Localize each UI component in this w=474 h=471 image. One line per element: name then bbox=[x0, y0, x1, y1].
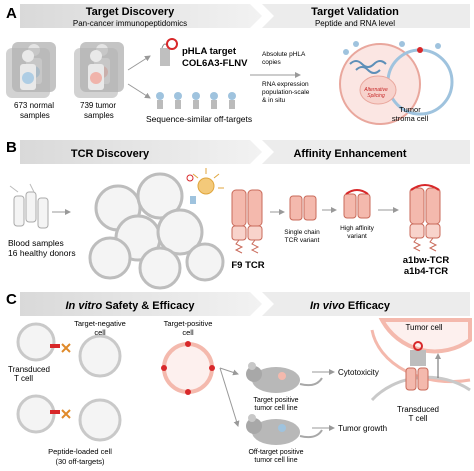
single-chain-label-1: Single chain bbox=[284, 229, 320, 236]
panel-c: C In vitro Safety & Efficacy In vivo Eff… bbox=[6, 291, 472, 466]
panel-b: B TCR Discovery Affinity Enhancement Blo… bbox=[6, 139, 470, 290]
rna-expression-3: & in situ bbox=[262, 97, 286, 104]
panel-c-title-right-italic: In vivo bbox=[310, 300, 345, 312]
target-positive-cell bbox=[161, 341, 215, 395]
target-negative-label-2: cell bbox=[94, 328, 106, 337]
target-positive-line-1: Target positive bbox=[253, 397, 298, 404]
tumor-stroma-cell bbox=[339, 41, 454, 125]
tumor-stroma-label-1: Tumor bbox=[399, 105, 421, 114]
tumor-samples-figure bbox=[74, 42, 124, 98]
splicing-label-2: Splicing bbox=[367, 93, 385, 99]
tumor-t-cell-synapse bbox=[370, 318, 472, 402]
panel-c-title-left: In vitro Safety & Efficacy bbox=[66, 300, 196, 312]
panel-b-letter: B bbox=[6, 139, 17, 156]
normal-samples-figure bbox=[6, 42, 56, 98]
normal-samples-label-1: 673 normal bbox=[14, 101, 54, 110]
peptide-loaded-label-1: Peptide-loaded cell bbox=[48, 447, 112, 456]
tumor-growth-label: Tumor growth bbox=[338, 424, 387, 433]
target-negative-label-1: Target-negative bbox=[74, 319, 126, 328]
panel-a-banner-right bbox=[262, 4, 470, 28]
absolute-copies-1: Absolute pHLA bbox=[262, 51, 306, 58]
panel-a-letter: A bbox=[6, 5, 17, 22]
high-affinity-tcr-icon bbox=[343, 189, 371, 219]
tumor-samples-label-2: samples bbox=[84, 111, 114, 120]
transduced-tcell-label-1: Transduced bbox=[397, 405, 439, 414]
tumor-samples-label-1: 739 tumor bbox=[80, 101, 116, 110]
off-target-icons bbox=[156, 92, 236, 109]
cytotoxicity-label: Cytotoxicity bbox=[338, 368, 379, 377]
no-kill-marks bbox=[50, 343, 71, 419]
blood-samples-label-2: 16 healthy donors bbox=[8, 248, 76, 258]
absolute-copies-2: copies bbox=[262, 59, 282, 66]
panel-c-title-left-italic: In vitro bbox=[66, 300, 103, 312]
high-affinity-label-1: High affinity bbox=[340, 225, 375, 232]
transduced-label-2: T cell bbox=[14, 374, 33, 383]
target-label-1: pHLA target bbox=[182, 46, 237, 57]
panel-b-title-left: TCR Discovery bbox=[71, 148, 150, 160]
panel-c-title-left-rest: Safety & Efficacy bbox=[102, 300, 195, 312]
panel-a-title-right: Target Validation bbox=[311, 6, 399, 18]
normal-samples-label-2: samples bbox=[20, 111, 50, 120]
f9-tcr-icon bbox=[231, 189, 263, 254]
off-target-line-1: Off-target positive bbox=[248, 449, 303, 456]
panel-c-letter: C bbox=[6, 291, 17, 308]
splicing-label-1: Alternative bbox=[363, 87, 388, 93]
rna-expression-1: RNA expression bbox=[262, 81, 309, 88]
mouse-off-target bbox=[246, 414, 323, 445]
panel-b-title-right: Affinity Enhancement bbox=[293, 148, 406, 160]
target-label-2: COL6A3-FLNV bbox=[182, 58, 248, 69]
panel-a-subtitle-left: Pan-cancer immunopeptidomics bbox=[73, 19, 187, 28]
a1b4-tcr-label: a1b4-TCR bbox=[404, 266, 448, 277]
panel-b-banner-right bbox=[262, 140, 470, 164]
rna-expression-2: population-scale bbox=[262, 89, 310, 96]
transduced-label-1: Transduced bbox=[8, 365, 50, 374]
f9-tcr-label: F9 TCR bbox=[231, 260, 264, 271]
t-cell-cluster bbox=[88, 172, 225, 290]
in-vitro-cells bbox=[16, 322, 122, 442]
panel-c-title-right-rest: Efficacy bbox=[345, 300, 391, 312]
mouse-target-positive bbox=[246, 362, 323, 393]
peptide-loaded-label-2: (30 off-targets) bbox=[55, 457, 105, 466]
panel-a-subtitle-right: Peptide and RNA level bbox=[315, 19, 395, 28]
panel-b-banner-left bbox=[20, 140, 262, 164]
target-positive-line-2: tumor cell line bbox=[254, 405, 297, 412]
phla-target-icon bbox=[160, 38, 178, 66]
a1bw-tcr-label: a1bw-TCR bbox=[403, 255, 450, 266]
panel-a-title-left: Target Discovery bbox=[86, 6, 175, 18]
target-positive-label-1: Target-positive bbox=[164, 319, 213, 328]
panel-c-title-right: In vivo Efficacy bbox=[310, 300, 391, 312]
panel-a: A Target Discovery Pan-cancer immunopept… bbox=[6, 4, 470, 125]
antigen-presenting-cell bbox=[186, 168, 224, 204]
tumor-cell-label: Tumor cell bbox=[405, 323, 442, 332]
single-chain-tcr-icon bbox=[289, 195, 317, 221]
blood-samples-label-1: Blood samples bbox=[8, 238, 64, 248]
target-positive-label-2: cell bbox=[182, 328, 194, 337]
a1-tcr-icon bbox=[409, 184, 441, 252]
transduced-tcell-label-2: T cell bbox=[409, 414, 428, 423]
blood-sample-tubes bbox=[9, 183, 49, 229]
tumor-stroma-label-2: stroma cell bbox=[392, 114, 429, 123]
panel-a-banner-left bbox=[20, 4, 262, 28]
high-affinity-label-2: variant bbox=[347, 233, 367, 240]
panel-c-banner-left bbox=[20, 292, 262, 316]
off-target-line-2: tumor cell line bbox=[254, 457, 297, 464]
panel-c-banner-right bbox=[262, 292, 470, 316]
single-chain-label-2: TCR variant bbox=[285, 237, 320, 244]
off-target-label: Sequence-similar off-targets bbox=[146, 114, 252, 124]
